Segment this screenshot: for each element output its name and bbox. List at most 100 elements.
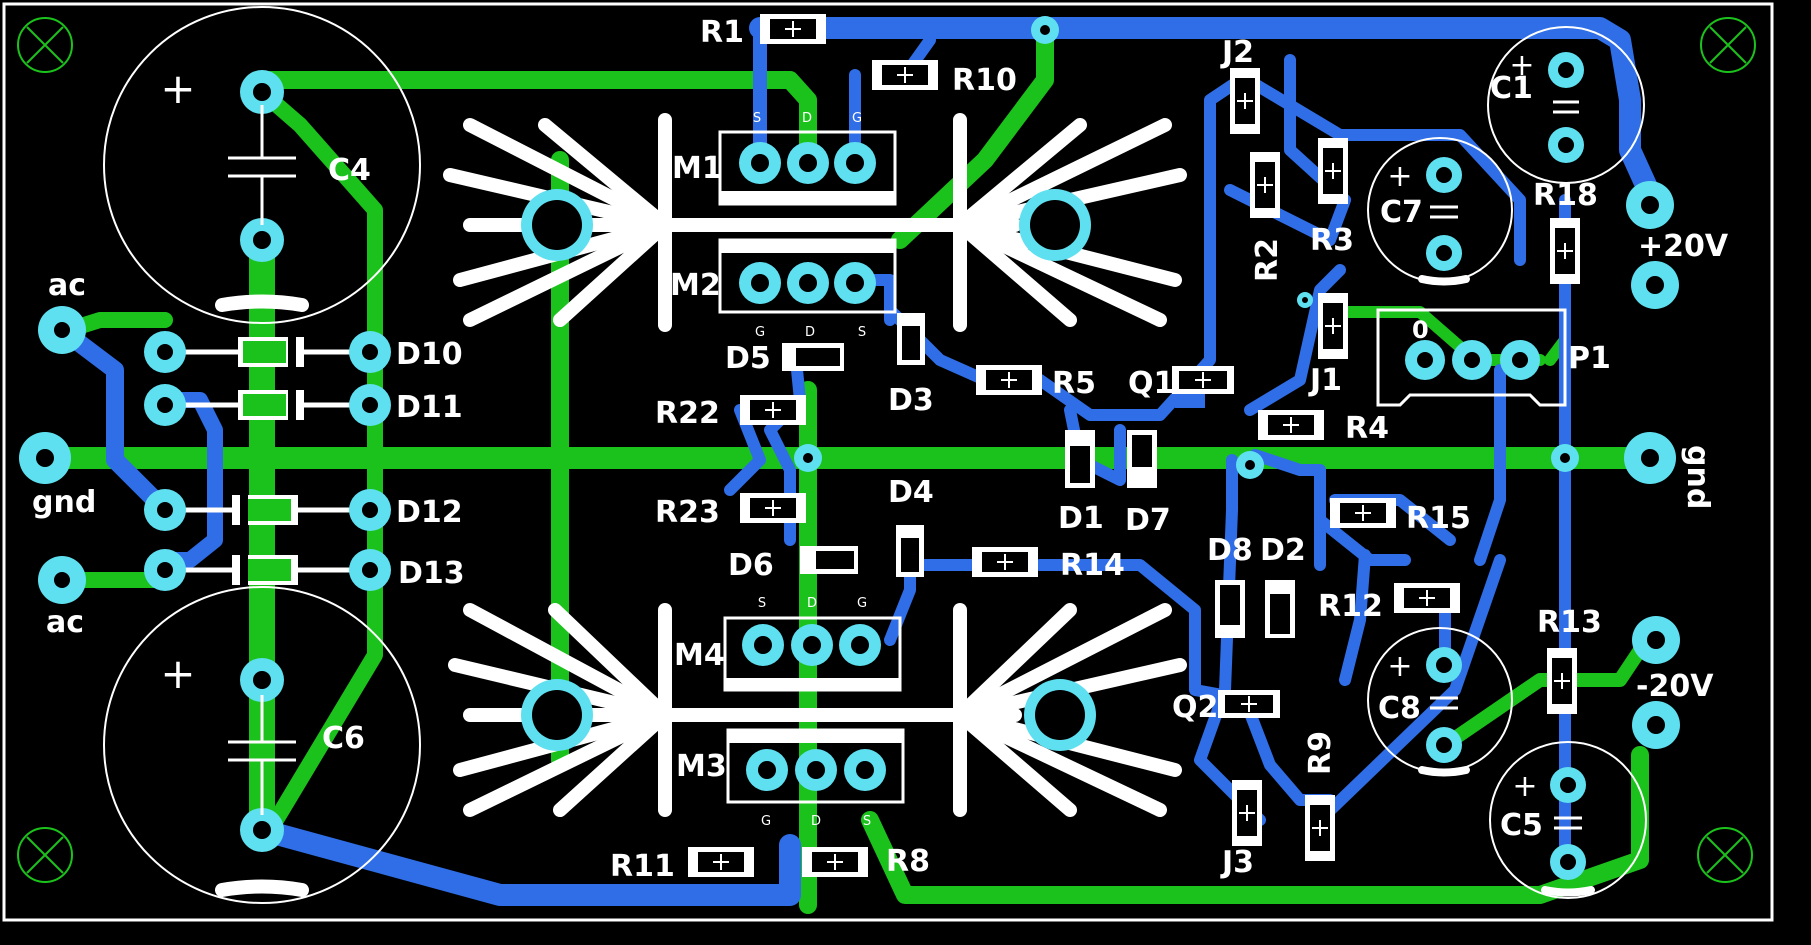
bridge-diodes: D10 D11 D12 D13: [144, 331, 465, 591]
transistor-q1: Q1: [1128, 366, 1234, 408]
r3-label: R3: [1310, 223, 1354, 258]
resistor-r2: R2: [1250, 152, 1285, 282]
m1-label: M1: [672, 151, 723, 186]
resistor-r10: R10: [872, 60, 1017, 98]
diode-d4: D4: [888, 475, 934, 577]
diode-d3: D3: [888, 313, 934, 418]
diode-d1: D1: [1058, 430, 1104, 536]
p1-pin1-mark: 0: [1412, 316, 1429, 344]
diode-icon: D5 D3 D6 D4 D1 D7 D8: [725, 313, 1306, 638]
heatsink-mounting-holes: [521, 189, 1096, 751]
d2-label: D2: [1260, 533, 1306, 568]
resistor-r15: R15: [1330, 498, 1471, 536]
r23-label: R23: [655, 495, 720, 530]
d10-label: D10: [396, 337, 463, 372]
diode-d13: D13: [144, 549, 465, 591]
diode-d8: D8: [1207, 533, 1253, 638]
capacitor-c6: + C6: [103, 586, 421, 904]
c4-plus: +: [160, 64, 195, 113]
c8-label: C8: [1378, 691, 1421, 726]
j1-label: J1: [1308, 363, 1342, 398]
m2-label: M2: [670, 268, 721, 303]
diode-d12: D12: [144, 489, 463, 531]
jumper-j2: J2: [1220, 35, 1260, 134]
r5-label: R5: [1052, 366, 1096, 401]
mosfet-m3: G D S M3: [676, 728, 905, 829]
capacitor-c5: + C5: [1489, 741, 1647, 899]
r2-label: R2: [1250, 238, 1285, 282]
c5-plus: +: [1512, 769, 1537, 804]
d13-label: D13: [398, 556, 465, 591]
ac-bottom-label: ac: [46, 605, 84, 640]
d6-label: D6: [728, 548, 774, 583]
r8-label: R8: [886, 844, 930, 879]
m4-pin-g: G: [857, 596, 867, 611]
resistor-r13: R13: [1537, 605, 1602, 714]
diode-d7: D7: [1125, 430, 1171, 538]
mosfet-m2: G D S M2: [670, 238, 897, 340]
m1-pin-s: S: [753, 111, 761, 126]
d7-label: D7: [1125, 503, 1171, 538]
capacitor-c8: + C8: [1367, 627, 1513, 777]
capacitor-c1: + C1: [1487, 26, 1645, 184]
m1-pin-d: D: [802, 111, 812, 126]
mosfet-m1: S D G M1: [672, 111, 897, 206]
header-p1: 0 P1: [1376, 308, 1611, 407]
resistor-r22: R22: [655, 395, 806, 431]
d8-label: D8: [1207, 533, 1253, 568]
c8-plus: +: [1387, 649, 1412, 684]
minus20v-label: -20V: [1636, 669, 1714, 704]
c6-plus: +: [160, 649, 195, 698]
d4-label: D4: [888, 475, 934, 510]
resistor-icon: R1 R10 R5 R22 R23 R14: [610, 14, 1471, 884]
c6-label: C6: [322, 721, 365, 756]
vertical-resistors: J2 R2 R3 J1 R18 R13: [1220, 35, 1602, 880]
r11-label: R11: [610, 849, 675, 884]
resistor-r11: R11: [610, 847, 754, 884]
m3-pin-s: S: [863, 814, 871, 829]
c1-label: C1: [1490, 71, 1533, 106]
j2-label: J2: [1220, 35, 1254, 70]
connector-right: +20V gnd -20V: [1624, 181, 1729, 749]
capacitor-c7: + C7: [1367, 137, 1513, 286]
plus20v-label: +20V: [1638, 229, 1729, 264]
heatsink-lower: [448, 603, 1187, 817]
d11-label: D11: [396, 390, 463, 425]
r13-label: R13: [1537, 605, 1602, 640]
q2-label: Q2: [1172, 690, 1218, 725]
gnd-right-label: gnd: [1680, 445, 1715, 509]
m4-pin-s: S: [758, 596, 766, 611]
resistor-r8: R8: [802, 844, 930, 879]
transistor-q2: Q2: [1172, 690, 1280, 725]
m2-pin-d: D: [805, 325, 815, 340]
mosfet-m4: S D G M4: [674, 596, 902, 692]
diode-d5: D5: [725, 341, 844, 376]
resistor-r14: R14: [972, 547, 1125, 583]
diode-d2: D2: [1260, 533, 1306, 638]
r10-label: R10: [952, 63, 1017, 98]
c4-label: C4: [328, 153, 371, 188]
mounting-hole-icon: [17, 17, 1756, 883]
r22-label: R22: [655, 396, 720, 431]
c5-label: C5: [1500, 808, 1543, 843]
resistor-r9: R9: [1303, 731, 1338, 861]
vias: [794, 16, 1579, 479]
m4-label: M4: [674, 638, 725, 673]
d5-label: D5: [725, 341, 771, 376]
connector-left: ac gnd ac: [19, 268, 96, 640]
resistor-r18: R18: [1533, 178, 1598, 284]
m2-pin-s: S: [858, 325, 866, 340]
r9-label: R9: [1303, 731, 1338, 775]
d3-label: D3: [888, 383, 934, 418]
r15-label: R15: [1406, 501, 1471, 536]
jumper-j1: J1: [1308, 293, 1348, 398]
diode-d11: D11: [144, 384, 463, 426]
resistor-r5: R5: [976, 365, 1096, 401]
m1-pin-g: G: [852, 111, 862, 126]
m2-pin-g: G: [755, 325, 765, 340]
resistor-r4: R4: [1258, 410, 1389, 446]
d12-label: D12: [396, 495, 463, 530]
q1-label: Q1: [1128, 366, 1174, 401]
capacitor-c4: + C4: [103, 6, 421, 324]
m3-label: M3: [676, 749, 727, 784]
